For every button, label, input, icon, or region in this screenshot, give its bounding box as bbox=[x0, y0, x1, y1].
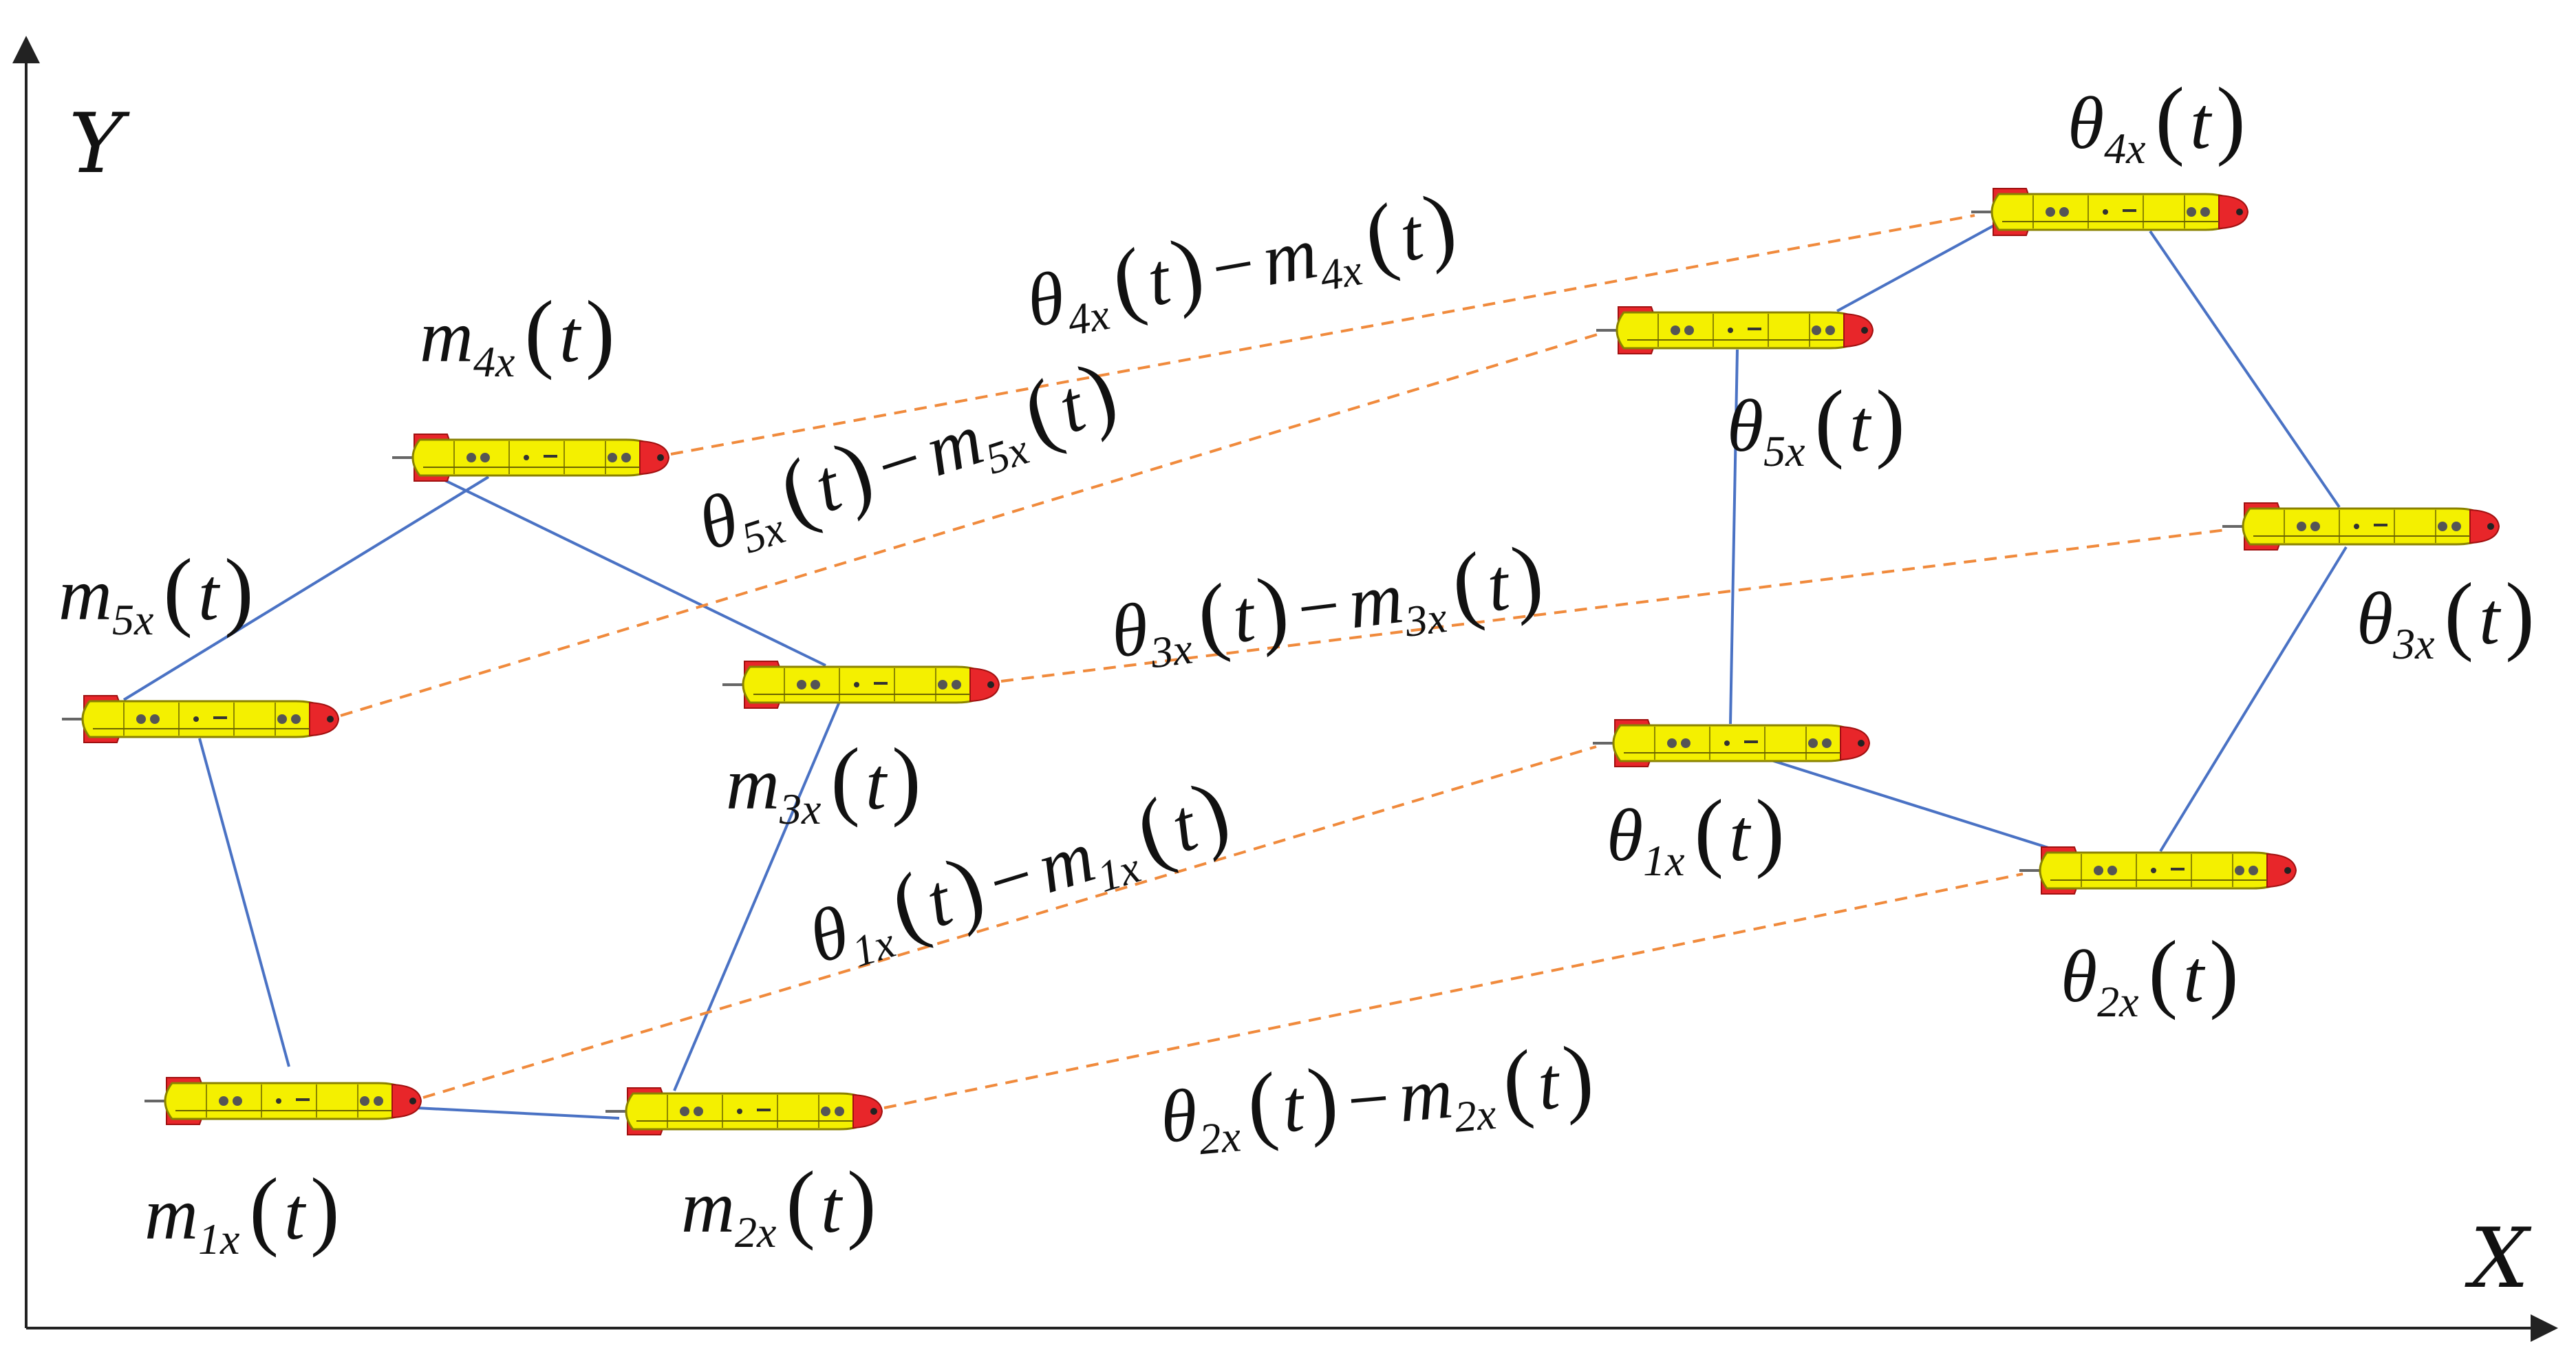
error-label-m2: θ2x(t)−m2x(t) bbox=[1156, 1026, 1598, 1166]
formation-link-m1-m2 bbox=[416, 1107, 620, 1120]
auv-vehicle-th2 bbox=[2018, 846, 2297, 895]
vehicle-label-m4: m4x(t) bbox=[420, 283, 615, 386]
x-axis-label: X bbox=[2465, 1211, 2532, 1307]
error-label-m4: θ4x(t)−m4x(t) bbox=[1018, 174, 1464, 351]
auv-vehicle-m1 bbox=[143, 1076, 422, 1126]
vehicle-label-m2: m2x(t) bbox=[681, 1153, 877, 1257]
vehicle-label-m5: m5x(t) bbox=[58, 541, 254, 644]
error-label-m5: θ5x(t)−m5x(t) bbox=[685, 341, 1130, 574]
formation-link-th3-th4 bbox=[2149, 230, 2341, 509]
vehicle-label-m1: m1x(t) bbox=[144, 1160, 340, 1263]
formation-link-m3-m4 bbox=[433, 473, 826, 667]
error-label-m3: θ3x(t)−m3x(t) bbox=[1105, 526, 1549, 682]
vehicle-label-th4: θ4x(t) bbox=[2068, 70, 2246, 173]
formation-link-th5-th1 bbox=[1729, 349, 1739, 725]
vehicle-label-th2: θ2x(t) bbox=[2061, 923, 2239, 1026]
error-link-m4 bbox=[670, 214, 1975, 456]
vehicle-label-m3: m3x(t) bbox=[726, 730, 921, 833]
auv-vehicle-m4 bbox=[391, 433, 670, 482]
formation-link-m2-m3 bbox=[673, 701, 841, 1091]
auv-vehicle-th3 bbox=[2221, 502, 2500, 551]
auv-vehicle-m2 bbox=[604, 1087, 883, 1136]
error-link-m2 bbox=[883, 873, 2024, 1109]
vehicle-label-th1: θ1x(t) bbox=[1607, 782, 1785, 885]
vehicle-label-th3: θ3x(t) bbox=[2357, 565, 2535, 668]
auv-vehicle-th1 bbox=[1591, 718, 1871, 768]
formation-link-th4-th5 bbox=[1836, 214, 2013, 312]
formation-link-th2-th3 bbox=[2159, 546, 2348, 853]
auv-vehicle-m5 bbox=[61, 694, 340, 744]
auv-vehicle-m3 bbox=[721, 660, 1000, 709]
auv-vehicle-th5 bbox=[1595, 306, 1874, 355]
vehicle-label-th5: θ5x(t) bbox=[1727, 372, 1905, 476]
error-link-m1 bbox=[422, 745, 1597, 1099]
error-link-m5 bbox=[340, 332, 1600, 717]
error-label-m1: θ1x(t)−m1x(t) bbox=[796, 761, 1242, 987]
axes: Y X bbox=[12, 36, 2558, 1342]
formation-link-m4-m5 bbox=[122, 476, 490, 701]
y-axis-label: Y bbox=[69, 96, 130, 192]
formation-link-m5-m1 bbox=[198, 738, 290, 1067]
auv-vehicle-th4 bbox=[1970, 187, 2249, 237]
